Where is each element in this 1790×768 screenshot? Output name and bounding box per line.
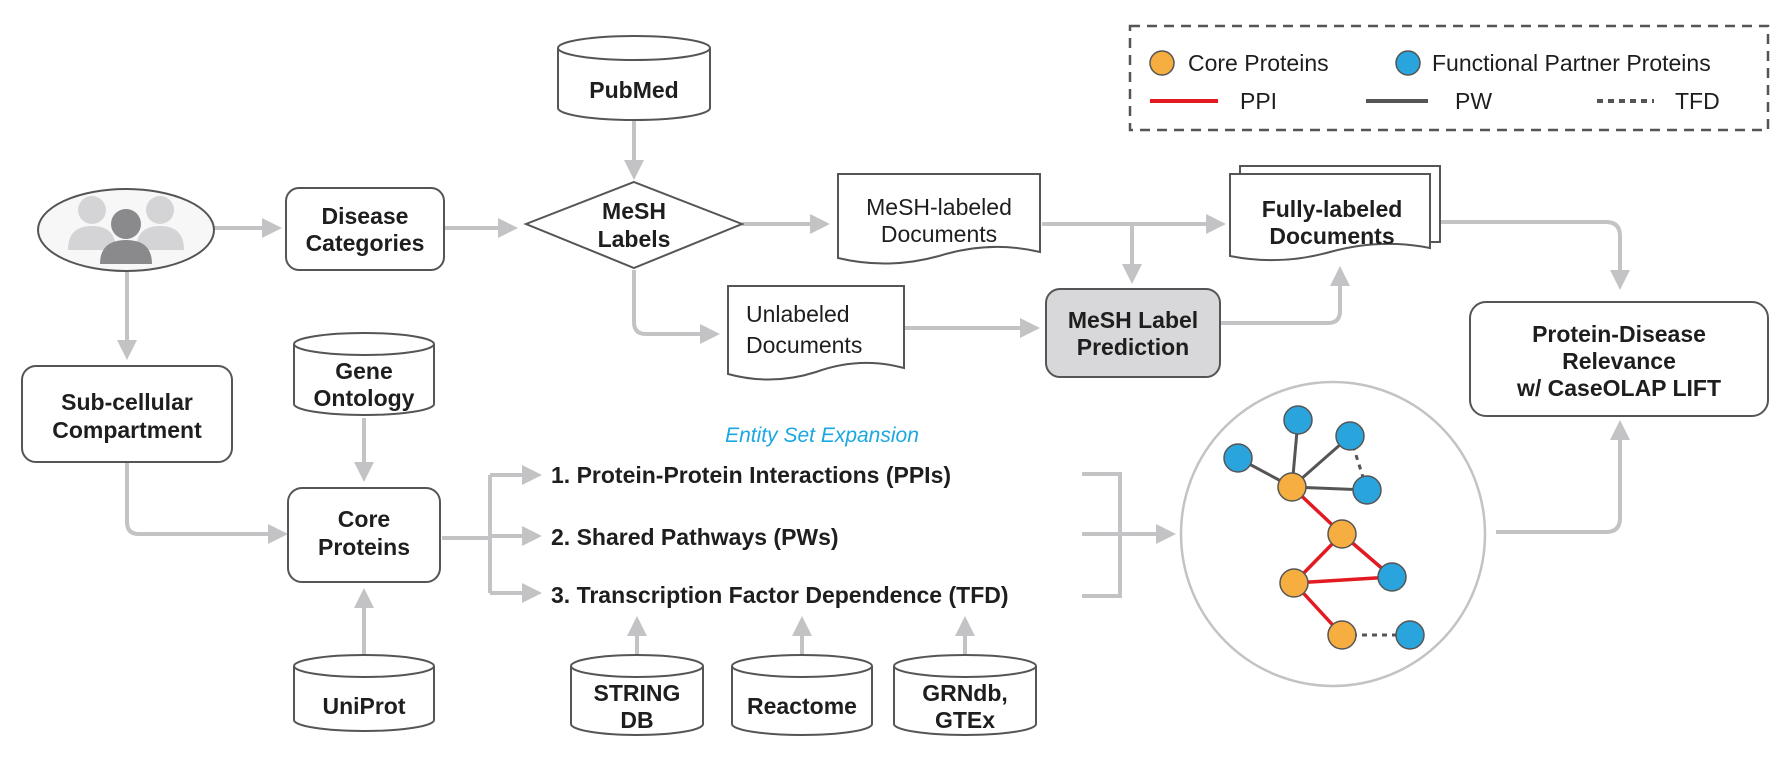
uniprot-database: UniProt (293, 654, 435, 732)
unlabeled-documents: Unlabeled Documents (727, 285, 905, 381)
partner-protein-node (1335, 421, 1365, 451)
network-nodes (1223, 405, 1425, 650)
disease-categories-box: Disease Categories (285, 187, 445, 271)
unlabeled-line2: Documents (746, 332, 862, 358)
core-proteins-line2: Proteins (318, 534, 410, 560)
mesh-labeled-line2: Documents (881, 221, 997, 247)
core-proteins-line1: Core (338, 506, 390, 532)
mesh-label-prediction-box: MeSH Label Prediction (1045, 288, 1221, 378)
relevance-line1: Protein-Disease (1532, 321, 1706, 347)
prediction-line2: Prediction (1077, 334, 1189, 360)
subcellular-line1: Sub-cellular (61, 389, 193, 415)
fully-labeled-line1: Fully-labeled (1262, 196, 1403, 222)
mesh-labeled-line1: MeSH-labeled (866, 194, 1012, 220)
prediction-line1: MeSH Label (1068, 307, 1198, 333)
gene-ontology-line2: Ontology (314, 385, 415, 411)
legend-tfd-label: TFD (1675, 88, 1720, 114)
arrow-network-to-relevance (1496, 420, 1630, 534)
grndb-line2: GTEx (935, 707, 995, 733)
partner-protein-legend-marker (1395, 50, 1421, 76)
arrow-mesh-to-unlabeled (632, 270, 720, 344)
string-db-database: STRING DB (570, 654, 704, 736)
mesh-labels-diamond: MeSH Labels (523, 180, 745, 270)
expansion-item-pw: 2. Shared Pathways (PWs) (551, 524, 839, 550)
expansion-item-tfd: 3. Transcription Factor Dependence (TFD) (551, 582, 1009, 608)
gene-ontology-database: Gene Ontology (293, 332, 435, 416)
subcellular-box: Sub-cellular Compartment (21, 365, 233, 463)
ppi-edge (1293, 575, 1393, 585)
disease-categories-line2: Categories (306, 230, 425, 256)
users-icon (68, 196, 184, 264)
core-proteins-box: Core Proteins (287, 487, 441, 583)
legend: Core Proteins Functional Partner Protein… (1128, 24, 1770, 132)
pubmed-label: PubMed (589, 77, 678, 103)
partner-protein-node (1377, 562, 1407, 592)
partner-protein-node (1352, 475, 1382, 505)
core-protein-node (1327, 620, 1357, 650)
partner-protein-node (1283, 405, 1313, 435)
partner-protein-node (1395, 620, 1425, 650)
reactome-database: Reactome (731, 654, 873, 736)
legend-core-label: Core Proteins (1188, 50, 1329, 76)
reactome-label: Reactome (747, 693, 857, 719)
disease-categories-line1: Disease (322, 203, 409, 229)
legend-partner-label: Functional Partner Proteins (1432, 50, 1711, 76)
pubmed-database: PubMed (557, 35, 711, 121)
core-protein-legend-marker (1149, 50, 1175, 76)
subcellular-line2: Compartment (52, 417, 202, 443)
expansion-item-ppi: 1. Protein-Protein Interactions (PPIs) (551, 462, 951, 488)
mesh-labeled-documents: MeSH-labeled Documents (837, 173, 1041, 265)
fully-labeled-line2: Documents (1269, 223, 1394, 249)
legend-ppi-label: PPI (1240, 88, 1277, 114)
users-group (37, 188, 215, 272)
legend-border (1128, 24, 1770, 132)
expansion-title: Entity Set Expansion (725, 424, 919, 447)
grndb-gtex-database: GRNdb, GTEx (893, 654, 1037, 736)
relevance-line3: w/ CaseOLAP LIFT (1516, 375, 1721, 401)
arrow-fully-to-relevance (1430, 220, 1630, 290)
connectors (117, 118, 1630, 664)
protein-network (1179, 380, 1487, 688)
legend-pw-label: PW (1455, 88, 1492, 114)
core-protein-node (1277, 472, 1307, 502)
partner-protein-node (1223, 443, 1253, 473)
core-protein-node (1279, 568, 1309, 598)
mesh-labels-line2: Labels (598, 226, 671, 252)
gene-ontology-line1: Gene (335, 358, 393, 384)
unlabeled-line1: Unlabeled (746, 301, 850, 327)
uniprot-label: UniProt (322, 693, 405, 719)
protein-disease-relevance-box: Protein-Disease Relevance w/ CaseOLAP LI… (1469, 301, 1769, 417)
entity-set-expansion: Entity Set Expansion 1. Protein-Protein … (551, 424, 1009, 608)
string-db-line2: DB (620, 707, 653, 733)
arrow-prediction-to-fully (1220, 266, 1350, 325)
string-db-line1: STRING (594, 680, 681, 706)
core-protein-node (1327, 519, 1357, 549)
mesh-labels-line1: MeSH (602, 198, 666, 224)
relevance-line2: Relevance (1562, 348, 1676, 374)
fully-labeled-documents: Fully-labeled Documents (1229, 165, 1441, 262)
grndb-line1: GRNdb, (922, 680, 1008, 706)
arrow-subcellular-to-core (125, 462, 288, 544)
